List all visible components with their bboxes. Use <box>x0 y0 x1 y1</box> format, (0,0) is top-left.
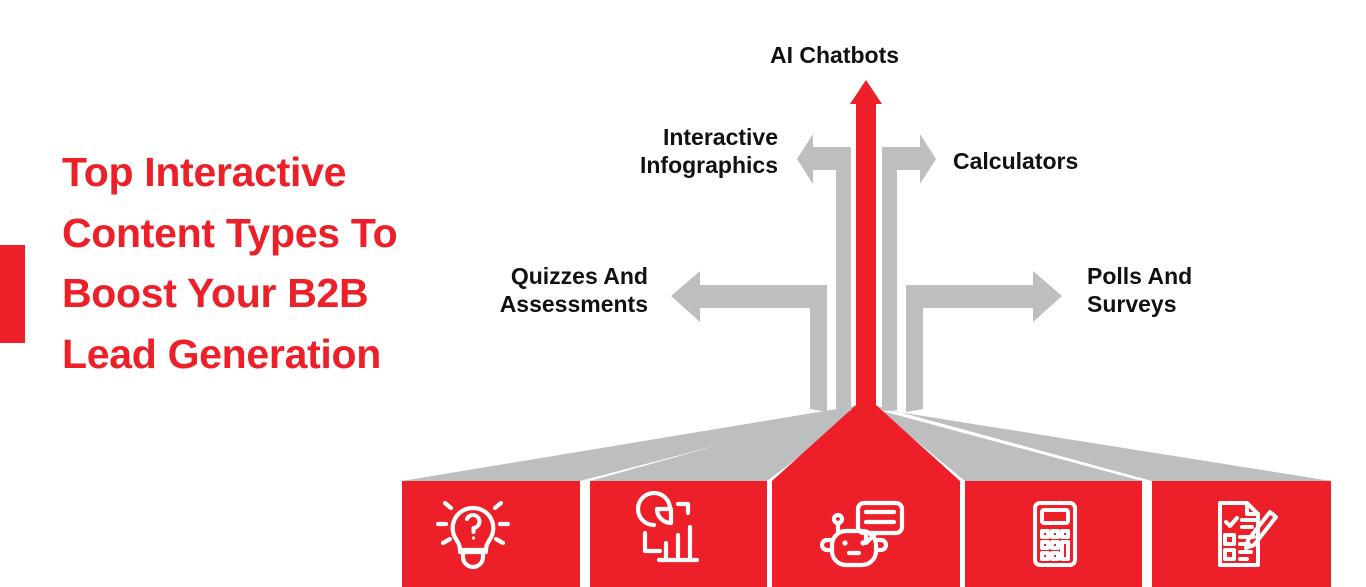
arrow-right-calculators <box>882 134 936 184</box>
center-red-arrow <box>850 80 882 408</box>
card-row <box>402 481 1331 587</box>
arrow-left-quizzes <box>671 271 827 322</box>
fan-panel-calculators <box>871 406 1142 481</box>
branch-label-polls-and-surveys: Polls And Surveys <box>1087 263 1193 318</box>
stem-quizzes <box>810 285 827 412</box>
branch-label-interactive-infographics: Interactive Infographics <box>639 124 778 179</box>
lightbulb-question-icon <box>435 500 511 570</box>
outer-arrows <box>671 271 1062 322</box>
fan-panel-polls <box>873 406 1331 481</box>
robot-icon <box>819 500 905 568</box>
stem-infographics <box>836 148 851 411</box>
perspective-fan <box>402 405 1331 481</box>
arrow-right-polls <box>906 271 1062 322</box>
fan-panel-ai-chatbots <box>772 405 960 481</box>
pie-bar-chart-icon <box>635 490 700 563</box>
card-polls-and-surveys[interactable] <box>1152 481 1331 587</box>
card-interactive-infographics[interactable] <box>590 481 767 587</box>
page-title: Top Interactive Content Types To Boost Y… <box>62 149 398 378</box>
stem-calculators <box>882 148 897 411</box>
branch-label-quizzes-and-assessments: Quizzes And Assessments <box>499 263 648 318</box>
calculator-icon <box>1033 501 1077 567</box>
red-arrow-shaft <box>856 98 876 408</box>
survey-checklist-pencil-icon <box>1218 501 1278 567</box>
branch-label-ai-chatbots: AI Chatbots <box>770 42 900 68</box>
card-quizzes-and-assessments[interactable] <box>402 481 580 587</box>
branch-label-calculators: Calculators <box>953 148 1079 174</box>
fan-panel-infographics <box>590 406 863 481</box>
accent-bar <box>0 245 25 343</box>
fan-panel-quizzes <box>402 406 861 481</box>
card-calculators[interactable] <box>965 481 1142 587</box>
vertical-stems <box>810 148 923 412</box>
card-ai-chatbots[interactable] <box>772 481 960 587</box>
inner-arrows <box>797 134 936 184</box>
stem-polls <box>906 285 923 412</box>
arrow-left-infographics <box>797 134 851 184</box>
